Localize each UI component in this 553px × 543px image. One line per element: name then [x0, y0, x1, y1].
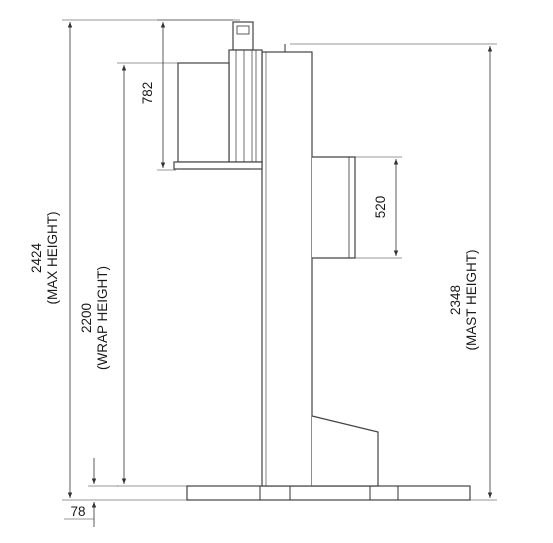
wrap-height-caption: (WRAP HEIGHT) — [95, 266, 110, 370]
mast-height-value: 2348 — [448, 285, 463, 315]
mast-box-height-value: 520 — [373, 196, 388, 219]
max-height-caption: (MAX HEIGHT) — [45, 212, 60, 305]
dimension-mast-box-height: 520 — [355, 156, 402, 259]
base-height-value: 78 — [70, 504, 85, 519]
base-platform — [186, 485, 471, 501]
carriage-height-value: 782 — [140, 82, 155, 105]
mast-height-caption: (MAST HEIGHT) — [464, 250, 479, 351]
dimension-mast-height: 2348 (MAST HEIGHT) — [290, 43, 497, 501]
wrap-height-value: 2200 — [79, 303, 94, 333]
drive-housing — [311, 415, 379, 487]
mast — [261, 44, 313, 487]
dimension-carriage-height: 782 — [140, 19, 233, 171]
max-height-value: 2424 — [29, 242, 44, 273]
carriage-assembly — [173, 21, 263, 170]
mast-side-box — [312, 156, 356, 259]
dimension-base-height: 78 — [64, 458, 118, 527]
dimension-wrap-height: 2200 (WRAP HEIGHT) — [79, 62, 190, 487]
dimension-max-height: 2424 (MAX HEIGHT) — [29, 19, 240, 501]
